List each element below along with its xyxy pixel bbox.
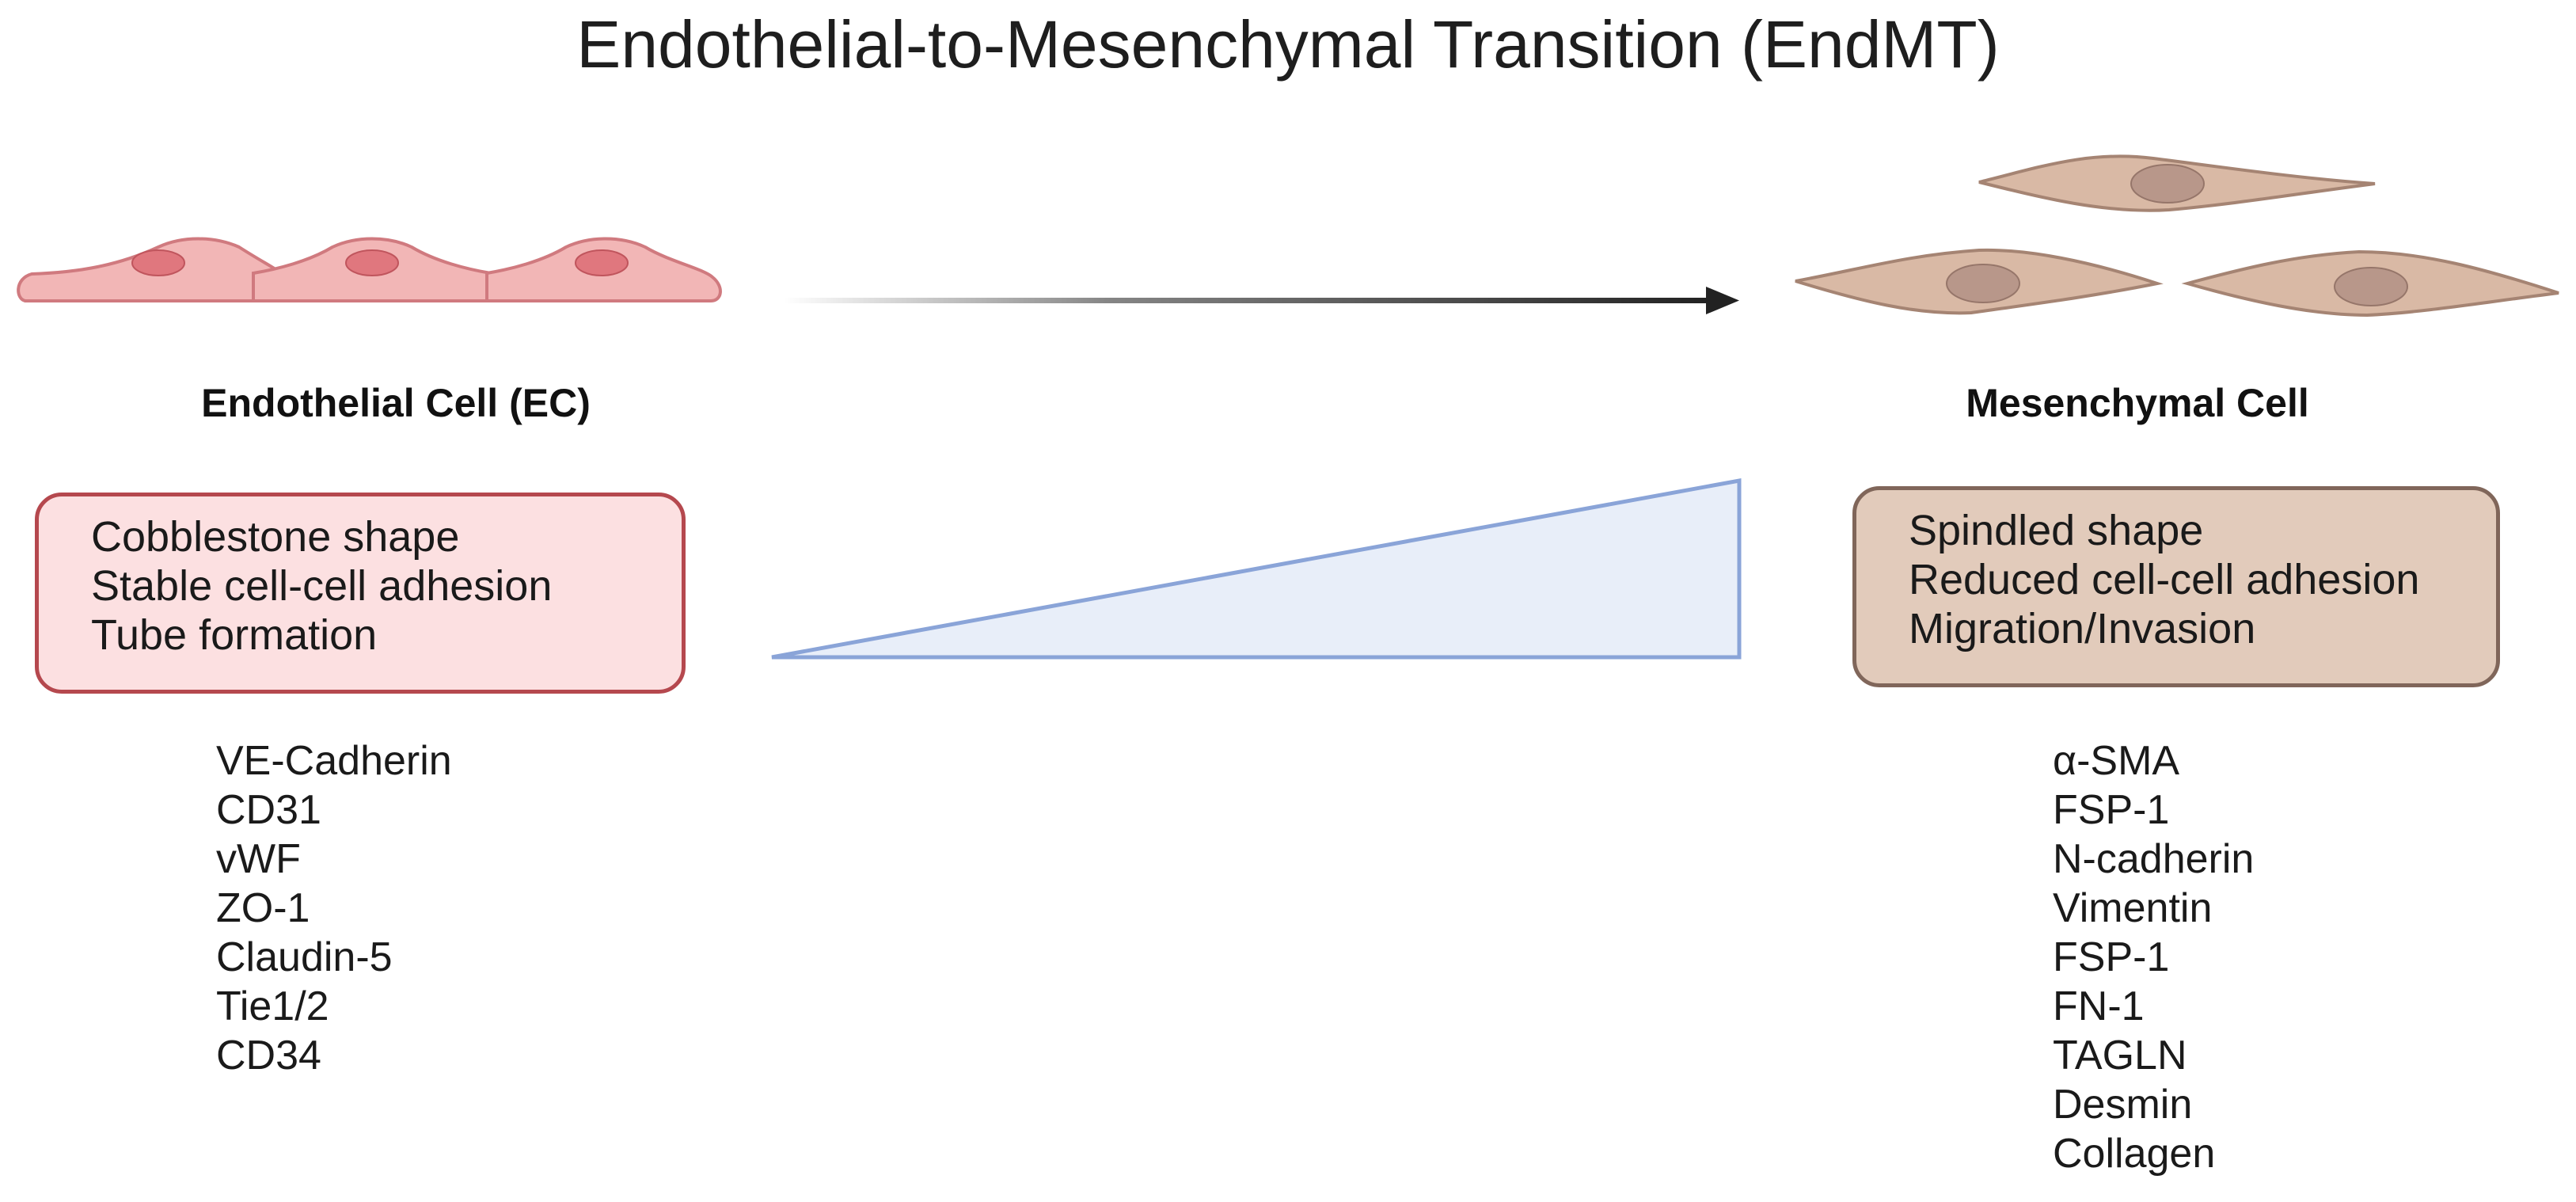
endothelial-nucleus-2: [345, 249, 399, 276]
mesenchymal-marker: Collagen: [2053, 1131, 2216, 1177]
mesenchymal-marker: Vimentin: [2053, 885, 2213, 931]
mesenchymal-nucleus-1: [2130, 164, 2205, 204]
mesenchymal-marker: Desmin: [2053, 1082, 2193, 1128]
mesenchymal-marker: FSP-1: [2053, 787, 2170, 833]
mesenchymal-property: Spindled shape: [1909, 507, 2204, 554]
endothelial-cell-label: Endothelial Cell (EC): [201, 381, 591, 425]
mesenchymal-marker: FSP-1: [2053, 934, 2170, 980]
mesenchymal-marker-list: α-SMA FSP-1 N-cadherin Vimentin FSP-1 FN…: [2053, 736, 2254, 1178]
gradient-triangle: [771, 478, 1742, 660]
mesenchymal-marker: FN-1: [2053, 983, 2145, 1029]
endothelial-nucleus-1: [131, 249, 185, 276]
mesenchymal-properties-box: Spindled shape Reduced cell-cell adhesio…: [1852, 486, 2500, 687]
endothelial-marker: vWF: [216, 836, 301, 882]
endothelial-marker-list: VE-Cadherin CD31 vWF ZO-1 Claudin-5 Tie1…: [216, 736, 452, 1080]
endothelial-marker: CD34: [216, 1033, 321, 1078]
mesenchymal-marker: N-cadherin: [2053, 836, 2255, 882]
endothelial-marker: VE-Cadherin: [216, 738, 452, 784]
endothelial-marker: Tie1/2: [216, 983, 329, 1029]
mesenchymal-property: Migration/Invasion: [1909, 605, 2256, 652]
mesenchymal-nucleus-3: [2334, 267, 2408, 306]
diagram-title: Endothelial-to-Mesenchymal Transition (E…: [576, 7, 2000, 82]
endothelial-property: Tube formation: [91, 611, 378, 659]
transition-arrow: [784, 287, 1739, 314]
mesenchymal-marker: TAGLN: [2053, 1033, 2187, 1078]
mesenchymal-nucleus-2: [1946, 264, 2020, 303]
endothelial-marker: Claudin-5: [216, 934, 393, 980]
mesenchymal-marker: α-SMA: [2053, 738, 2180, 784]
endothelial-marker: CD31: [216, 787, 321, 833]
mesenchymal-property: Reduced cell-cell adhesion: [1909, 556, 2420, 603]
endothelial-marker: ZO-1: [216, 885, 310, 931]
mesenchymal-cells: [1795, 154, 2559, 318]
endothelial-property: Cobblestone shape: [91, 513, 460, 561]
endothelial-properties-box: Cobblestone shape Stable cell-cell adhes…: [35, 493, 686, 694]
endothelial-cells: [17, 237, 722, 302]
endothelial-nucleus-3: [575, 249, 629, 276]
endothelial-property: Stable cell-cell adhesion: [91, 562, 553, 610]
mesenchymal-cell-label: Mesenchymal Cell: [1966, 381, 2309, 425]
